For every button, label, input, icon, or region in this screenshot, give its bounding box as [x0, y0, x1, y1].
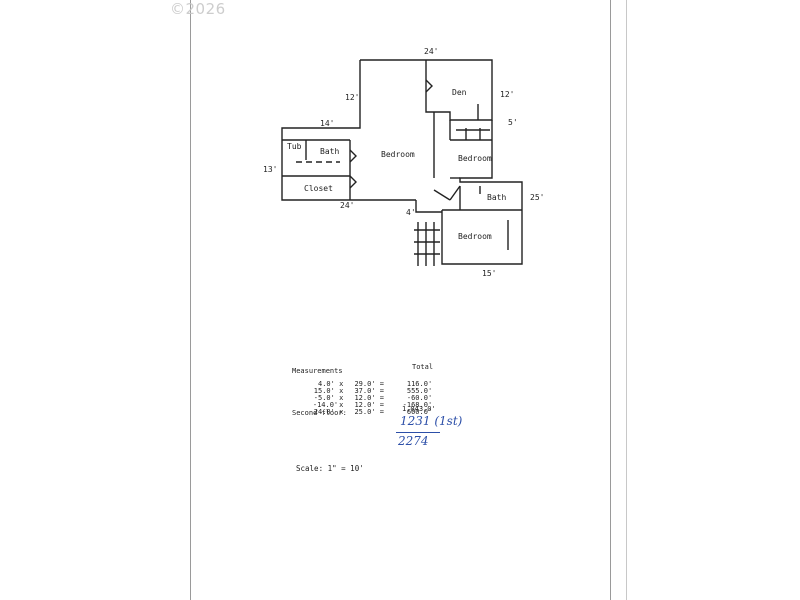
room-bedroom-main: Bedroom — [381, 150, 415, 159]
measurement-row: 24.0' x 25.0' = 600.0' — [313, 408, 433, 417]
dim-right-small: 5' — [508, 118, 518, 127]
dim-left-side: 13' — [263, 165, 277, 174]
dim-step: 4' — [406, 208, 416, 217]
hall-door-left — [433, 189, 451, 201]
measurement-row: -5.0' x 12.0' = -60.0' — [313, 394, 433, 403]
second-floor-label: Second floor: — [292, 409, 347, 417]
entry-wall — [415, 200, 442, 213]
room-den: Den — [452, 88, 467, 97]
den-wall — [360, 59, 493, 121]
dim-right-side: 25' — [530, 193, 544, 202]
measurement-row: 4.0' x 29.0' = 116.0' — [318, 380, 433, 389]
room-tub: Tub — [287, 142, 302, 151]
dim-left-bottom: 24' — [340, 201, 354, 210]
measurement-row: 15.0' x 37.0' = 555.0' — [313, 387, 433, 396]
measurements-total-heading: Total — [412, 363, 434, 371]
room-closet: Closet — [304, 184, 333, 193]
closet-door — [349, 175, 357, 189]
right-outline-wall — [441, 120, 523, 265]
handwritten-total: 2274 — [398, 434, 429, 448]
hall-door-right — [449, 185, 461, 201]
second-floor-total: 1,043.0' — [402, 405, 436, 413]
dim-bottom: 15' — [482, 269, 496, 278]
page-edge-left — [190, 0, 191, 600]
room-bath-left: Bath — [320, 147, 339, 156]
dim-left-top: 14' — [320, 119, 334, 128]
page-edge-right — [610, 0, 611, 600]
bath-left-door — [349, 149, 357, 163]
copyright-watermark: ©2026 — [170, 0, 226, 18]
room-bedroom-right: Bedroom — [458, 154, 492, 163]
dim-upper-left: 12' — [345, 93, 359, 102]
measurements-heading: Measurements — [292, 367, 343, 375]
den-door — [425, 79, 433, 93]
left-outline-wall — [281, 60, 416, 201]
handwritten-first-floor: 1231 (1st) — [400, 414, 463, 428]
handwritten-underline — [396, 432, 440, 433]
page-edge-far-right — [626, 0, 627, 600]
room-bedroom-lower: Bedroom — [458, 232, 492, 241]
scale-note: Scale: 1" = 10' — [296, 464, 364, 473]
room-bath-right: Bath — [487, 193, 506, 202]
dim-top: 24' — [424, 47, 438, 56]
measurement-row: -14.0' x 12.0' = -168.0' — [312, 401, 433, 410]
dim-den-right: 12' — [500, 90, 514, 99]
